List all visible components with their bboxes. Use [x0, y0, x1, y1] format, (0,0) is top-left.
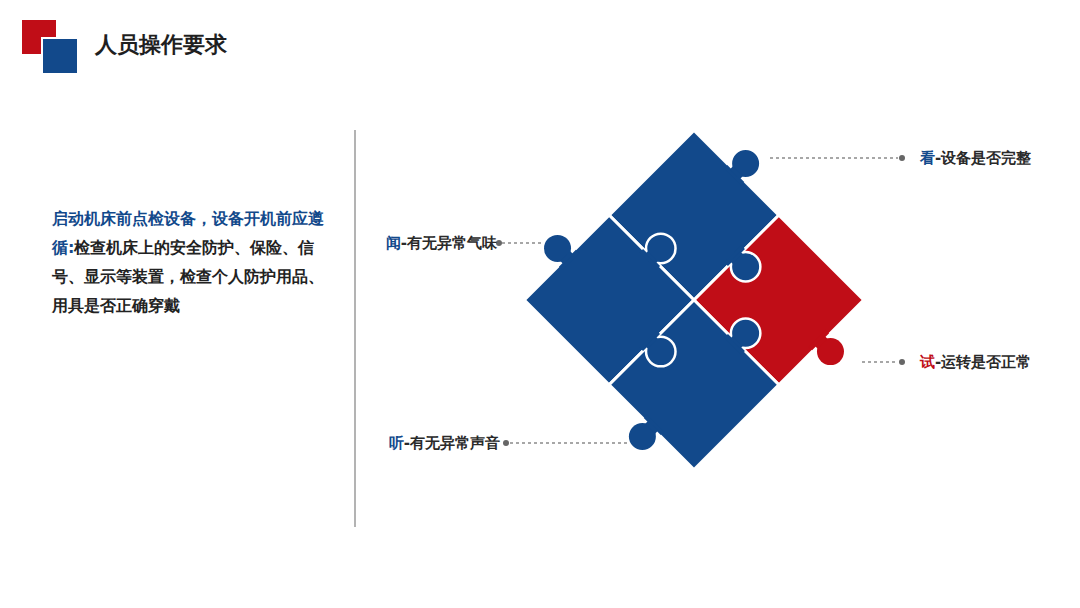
callout-key: 听: [389, 433, 404, 453]
callout-key: 试: [920, 352, 935, 372]
callout-key: 看: [920, 148, 935, 168]
callout-text: -有无异常气味: [401, 233, 497, 253]
callout-key: 闻: [386, 233, 401, 253]
callout: 看-设备是否完整: [920, 148, 1031, 168]
intro-text: 启动机床前点检设备，设备开机前应遵循:检查机床上的安全防护、保险、信号、显示等装…: [52, 204, 334, 320]
puzzle: [483, 89, 904, 510]
intro-body: 检查机床上的安全防护、保险、信号、显示等装置，检查个人防护用品、用具是否正确穿戴: [52, 238, 324, 315]
callout: 闻-有无异常气味: [386, 233, 497, 253]
logo-square: [42, 38, 78, 74]
divider-line: [354, 130, 356, 527]
callout-text: -设备是否完整: [935, 148, 1031, 168]
callout: 试-运转是否正常: [920, 352, 1031, 372]
slide-title: 人员操作要求: [95, 30, 227, 60]
callout-text: -运转是否正常: [935, 352, 1031, 372]
callout-text: -有无异常声音: [404, 433, 500, 453]
callout: 听-有无异常声音: [389, 433, 500, 453]
